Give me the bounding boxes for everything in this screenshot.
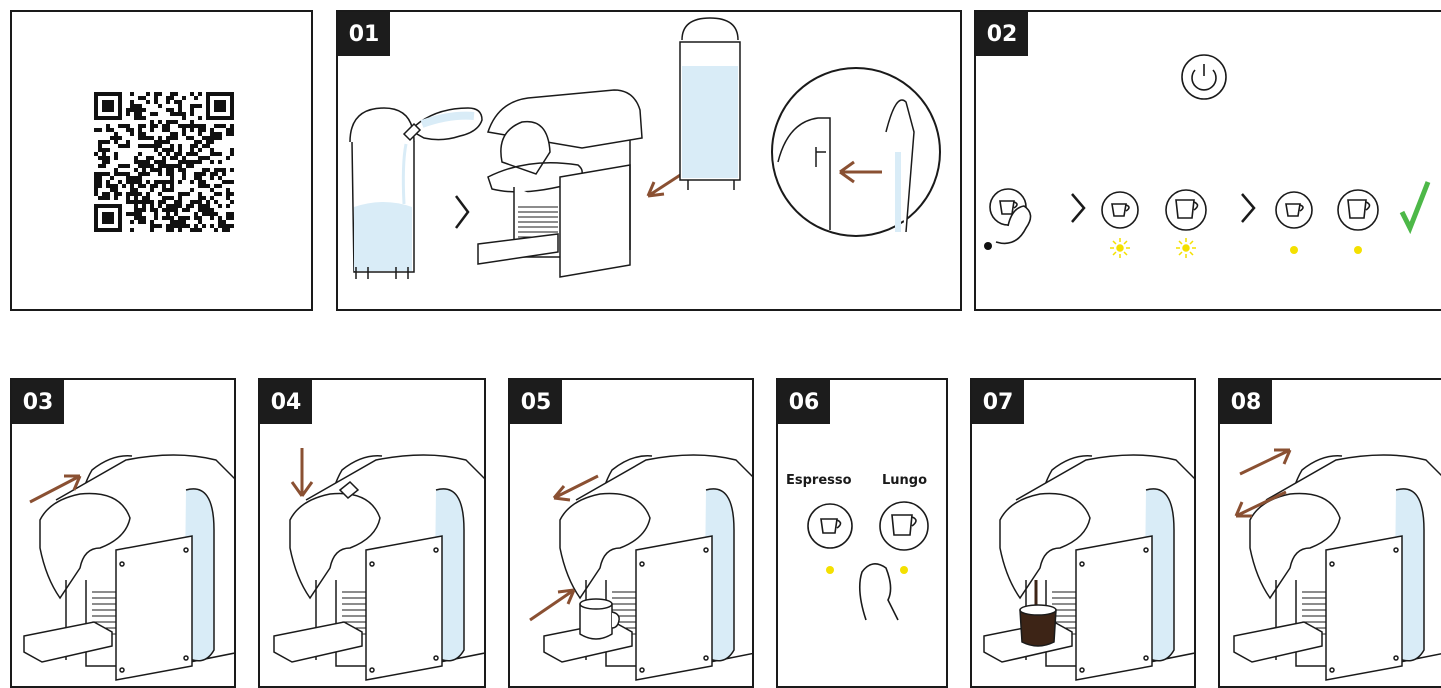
insert-capsule-illustration — [260, 380, 486, 688]
arrow-icon — [1240, 450, 1290, 474]
fill-water-illustration — [338, 12, 962, 311]
step-01-panel: 01 — [336, 10, 962, 311]
finger-icon — [860, 564, 898, 620]
step-05-panel: 05 — [508, 378, 754, 688]
qr-code — [12, 12, 313, 311]
step-02-panel: 02 — [974, 10, 1441, 311]
water-tank-icon — [680, 18, 740, 190]
espresso-button-icon[interactable] — [808, 504, 852, 548]
espresso-button-icon — [1102, 192, 1138, 228]
blinking-light-icon — [1110, 238, 1196, 258]
arrow-icon — [292, 448, 312, 496]
step-07-panel: 07 — [970, 378, 1196, 688]
chevron-right-icon — [456, 196, 468, 228]
indicator-light — [1290, 246, 1298, 254]
indicator-light — [1354, 246, 1362, 254]
eject-capsule-illustration — [1220, 380, 1441, 688]
lift-lever-illustration — [12, 380, 236, 688]
espresso-label: Espresso — [786, 473, 852, 488]
coffee-machine-icon — [478, 90, 642, 277]
espresso-button-icon — [1276, 192, 1312, 228]
water-bottle-icon — [403, 108, 482, 204]
indicator-light — [826, 566, 834, 574]
lungo-button-icon — [1166, 190, 1206, 230]
step-03-panel: 03 — [10, 378, 236, 688]
lungo-button-icon[interactable] — [880, 502, 928, 550]
select-coffee-illustration: Espresso Lungo — [778, 380, 948, 688]
indicator-light — [900, 566, 908, 574]
step-06-panel: 06 Espresso Lungo — [776, 378, 948, 688]
lungo-label: Lungo — [882, 473, 927, 488]
check-icon — [1402, 182, 1428, 228]
power-on-illustration — [976, 12, 1441, 311]
qr-panel — [10, 10, 313, 311]
zoom-detail-icon — [772, 68, 940, 236]
arrow-icon — [530, 590, 574, 620]
status-dot — [984, 242, 992, 250]
chevron-right-icon — [1242, 194, 1254, 222]
brewing-illustration — [972, 380, 1196, 688]
step-08-panel: 08 — [1218, 378, 1441, 688]
step-04-panel: 04 — [258, 378, 486, 688]
close-lever-place-cup-illustration — [510, 380, 754, 688]
lungo-button-icon — [1338, 190, 1378, 230]
coffee-glass-icon — [1020, 605, 1056, 646]
power-icon — [1182, 55, 1226, 99]
chevron-right-icon — [1072, 194, 1084, 222]
